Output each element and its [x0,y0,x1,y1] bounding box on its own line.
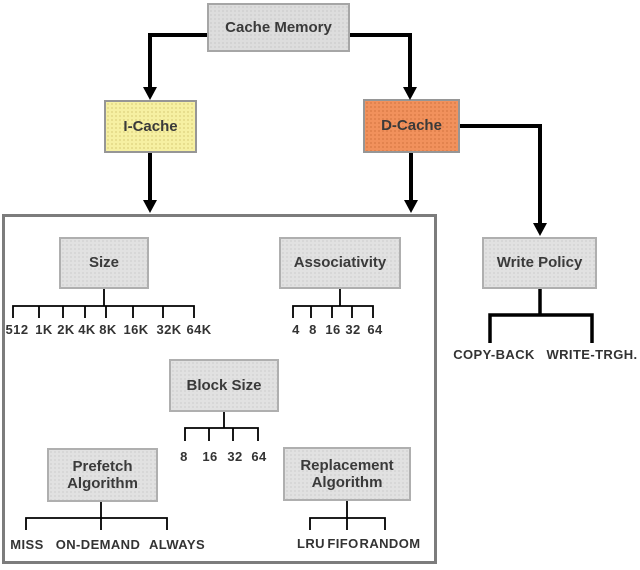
block-size-label: Block Size [186,376,262,394]
write-policy-option: WRITE-TRGH. [546,347,638,362]
size-label: Size [88,254,119,272]
block-size-option: 8 [180,449,188,464]
associativity-option: 32 [345,322,361,337]
prefetch-option: ON-DEMAND [55,537,141,552]
parameters-group-frame [2,214,437,564]
prefetch-option: MISS [10,537,44,552]
bracket-write-policy [488,289,594,343]
size-option: 512 [5,322,29,337]
block-size-option: 16 [202,449,218,464]
size-option: 64K [186,322,212,337]
i-cache-label: I-Cache [123,117,178,135]
arrowhead-icache [143,87,157,100]
associativity-label: Associativity [293,254,387,272]
d-cache-label: D-Cache [381,117,442,135]
cache-memory-label: Cache Memory [225,18,332,36]
write-policy-label: Write Policy [496,254,583,272]
prefetch-algorithm-label: Prefetch Algorithm [67,457,138,492]
size-node: Size [59,237,149,289]
write-policy-option: COPY-BACK [453,347,535,362]
size-option: 1K [35,322,53,337]
block-size-node: Block Size [169,359,279,412]
arrowhead-frame-right [404,200,418,213]
d-cache-node: D-Cache [363,99,460,153]
cache-memory-node: Cache Memory [207,3,350,52]
block-size-option: 64 [251,449,267,464]
block-size-option: 32 [227,449,243,464]
associativity-option: 4 [292,322,300,337]
replacement-option: FIFO [327,536,359,551]
size-option: 8K [99,322,117,337]
size-option: 2K [57,322,75,337]
i-cache-node: I-Cache [104,100,197,153]
prefetch-option: ALWAYS [148,537,206,552]
size-option: 16K [123,322,149,337]
associativity-option: 16 [325,322,341,337]
associativity-node: Associativity [279,237,401,289]
replacement-option: LRU [297,536,325,551]
edge-root-to-icache [148,33,207,88]
replacement-algorithm-label: Replacement Algorithm [300,456,394,491]
size-option: 32K [156,322,182,337]
associativity-option: 64 [367,322,383,337]
write-policy-node: Write Policy [482,237,597,289]
edge-root-to-dcache [350,33,412,88]
associativity-option: 8 [309,322,317,337]
size-option: 4K [78,322,96,337]
arrowhead-frame-left [143,200,157,213]
prefetch-algorithm-node: Prefetch Algorithm [47,448,158,502]
edge-dcache-to-writepolicy [460,124,542,224]
replacement-algorithm-node: Replacement Algorithm [283,447,411,501]
replacement-option: RANDOM [359,536,421,551]
arrowhead-writepolicy [533,223,547,236]
